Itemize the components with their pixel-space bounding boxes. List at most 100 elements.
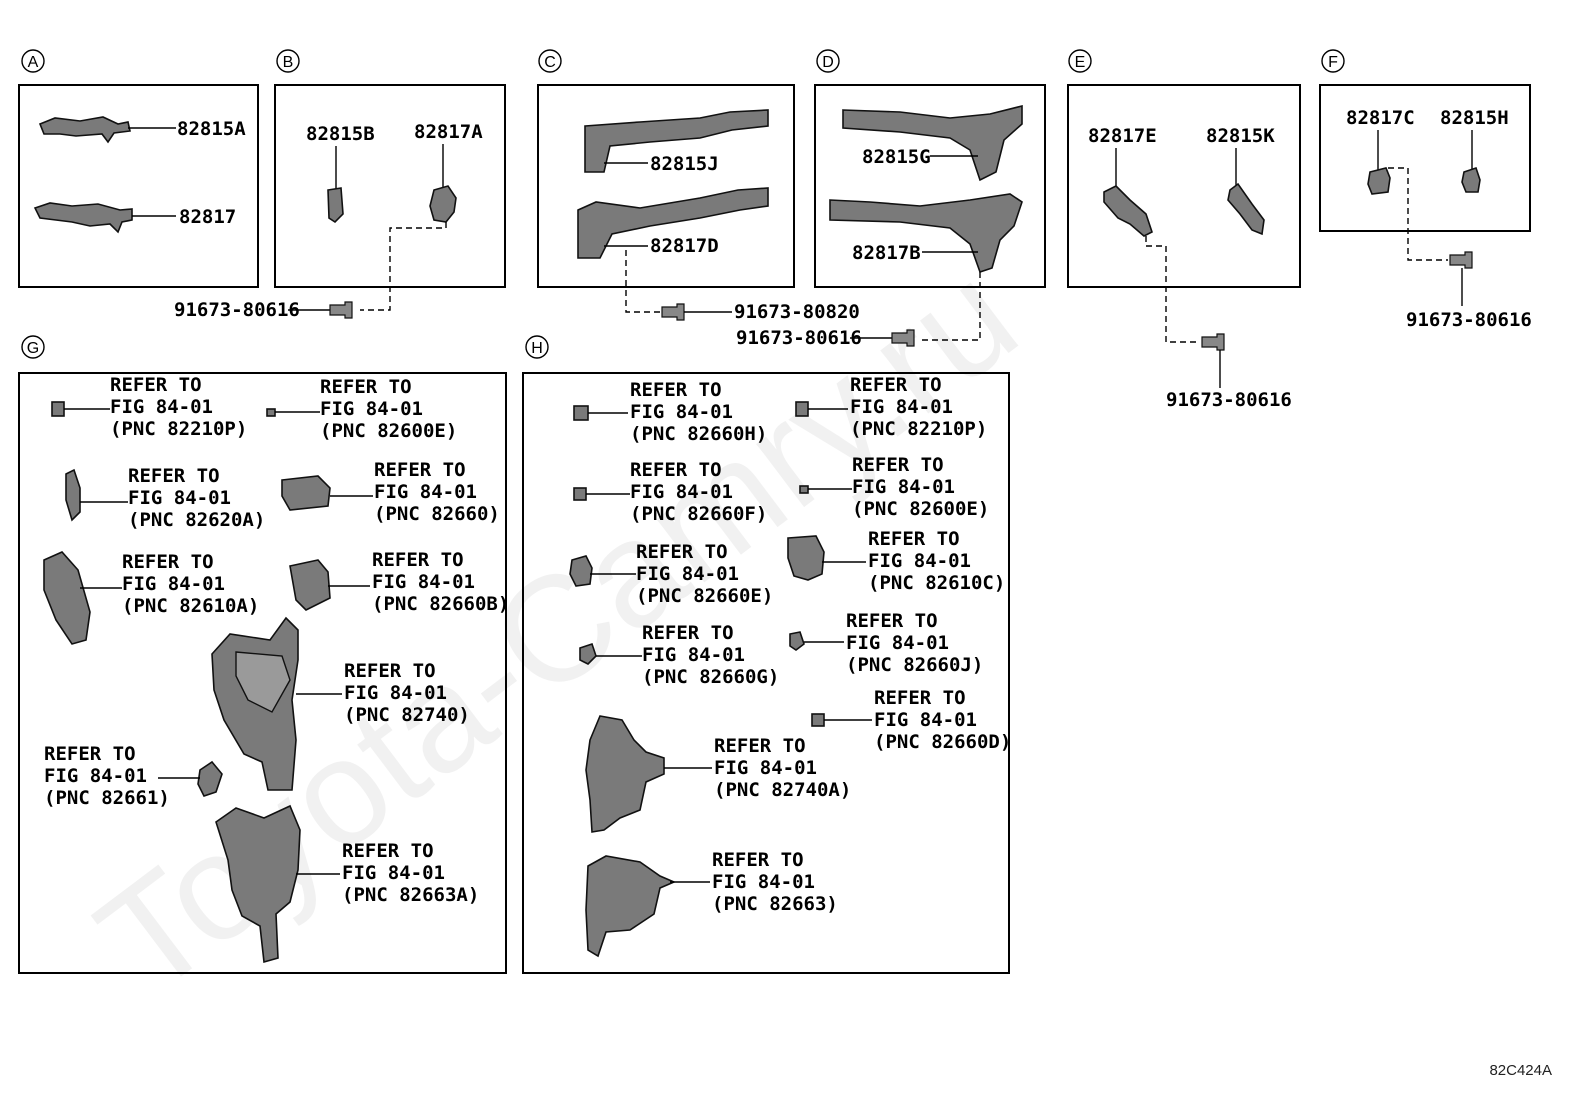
h-ref1-pnc: (PNC 82660H) <box>630 423 767 445</box>
h-ref9-line2: FIG 84-01 <box>874 709 977 731</box>
section-c: C 82815J 82817D <box>537 49 795 313</box>
h-ref9-pnc: (PNC 82660D) <box>874 731 1011 753</box>
h-ref4-line2: FIG 84-01 <box>852 476 955 498</box>
section-a: A 82815A 82817 <box>18 49 259 288</box>
g-ref7-line1: REFER TO <box>344 660 436 682</box>
section-letter-f: F <box>1328 54 1338 71</box>
g-ref2-pnc: (PNC 82600E) <box>320 420 457 442</box>
h-ref4-pnc: (PNC 82600E) <box>852 498 989 520</box>
part-label-82817c: 82817C <box>1346 107 1415 129</box>
part-label-82815a: 82815A <box>177 118 246 140</box>
bolt-e-icon <box>1201 333 1225 351</box>
section-f: F 82817C 82815H <box>1319 49 1531 261</box>
h-ref11-pnc: (PNC 82663) <box>712 893 838 915</box>
g-ref5-pnc: (PNC 82610A) <box>122 595 259 617</box>
bolt-label-b: 91673-80616 <box>174 299 300 321</box>
section-letter-d: D <box>822 54 834 71</box>
part-label-82817d: 82817D <box>650 235 719 257</box>
h-ref2-line2: FIG 84-01 <box>850 396 953 418</box>
bolt-d-icon <box>891 329 915 347</box>
part-label-82815g: 82815G <box>862 146 931 168</box>
h-ref6-line1: REFER TO <box>868 528 960 550</box>
g-ref4-pnc: (PNC 82660) <box>374 503 500 525</box>
part-label-82817: 82817 <box>179 206 236 228</box>
h-ref6-line2: FIG 84-01 <box>868 550 971 572</box>
bolt-c: 91673-80820 <box>661 301 860 323</box>
section-letter-a: A <box>28 54 39 71</box>
part-82815h-shape <box>1461 166 1481 193</box>
bolt-label-e: 91673-80616 <box>1166 389 1292 411</box>
bolt-label-c: 91673-80820 <box>734 301 860 323</box>
g-ref5-line1: REFER TO <box>122 551 214 573</box>
g-ref3-pnc: (PNC 82620A) <box>128 509 265 531</box>
h-ref5-pnc: (PNC 82660E) <box>636 585 773 607</box>
g-ref6-pnc: (PNC 82660B) <box>372 593 509 615</box>
h-ref3-pnc: (PNC 82660F) <box>630 503 767 525</box>
g-ref9-line2: FIG 84-01 <box>342 862 445 884</box>
part-label-82817a: 82817A <box>414 121 483 143</box>
h-ref4-line1: REFER TO <box>852 454 944 476</box>
h-ref8-pnc: (PNC 82660J) <box>846 654 983 676</box>
h-ref7-pnc: (PNC 82660G) <box>642 666 779 688</box>
section-b: B 82815B 82817A <box>274 49 506 311</box>
h-ref1-line1: REFER TO <box>630 379 722 401</box>
bolt-b-icon <box>329 301 353 319</box>
g-ref1-line1: REFER TO <box>110 374 202 396</box>
h-ref8-line1: REFER TO <box>846 610 938 632</box>
section-d: D 82815G 82817B <box>814 49 1046 341</box>
bolt-b: 91673-80616 <box>174 299 353 321</box>
g-ref1-pnc: (PNC 82210P) <box>110 418 247 440</box>
part-label-82817b: 82817B <box>852 242 921 264</box>
g-ref4-line2: FIG 84-01 <box>374 481 477 503</box>
part-82815g-shape <box>842 104 1023 182</box>
h-ref1-line2: FIG 84-01 <box>630 401 733 423</box>
section-letter-h: H <box>531 340 543 357</box>
section-g: G REFER TO FIG 84-01 (PNC 82210P) REFER … <box>18 335 509 974</box>
g-ref3-line1: REFER TO <box>128 465 220 487</box>
g-ref3-line2: FIG 84-01 <box>128 487 231 509</box>
g-ref9-pnc: (PNC 82663A) <box>342 884 479 906</box>
h-ref10-pnc: (PNC 82740A) <box>714 779 851 801</box>
bolt-f: 91673-80616 <box>1406 251 1532 331</box>
h-ref6-pnc: (PNC 82610C) <box>868 572 1005 594</box>
g-ref2-line1: REFER TO <box>320 376 412 398</box>
g-ref4-line1: REFER TO <box>374 459 466 481</box>
section-e: E 82817E 82815K <box>1067 49 1301 343</box>
part-label-82815j: 82815J <box>650 153 719 175</box>
h-ref7-line1: REFER TO <box>642 622 734 644</box>
h-ref8-line2: FIG 84-01 <box>846 632 949 654</box>
g-ref7-pnc: (PNC 82740) <box>344 704 470 726</box>
section-letter-g: G <box>27 340 39 357</box>
part-label-82815b: 82815B <box>306 123 375 145</box>
g-ref8-line1: REFER TO <box>44 743 136 765</box>
g-ref5-line2: FIG 84-01 <box>122 573 225 595</box>
g-ref8-pnc: (PNC 82661) <box>44 787 170 809</box>
section-letter-e: E <box>1075 54 1086 71</box>
h-ref11-line2: FIG 84-01 <box>712 871 815 893</box>
section-h: H REFER TO FIG 84-01 (PNC 82660H) REFER … <box>522 335 1011 974</box>
g-ref2-line2: FIG 84-01 <box>320 398 423 420</box>
part-82815k-shape <box>1227 182 1265 236</box>
h-ref7-line2: FIG 84-01 <box>642 644 745 666</box>
part-label-82817e: 82817E <box>1088 125 1157 147</box>
part-label-82815k: 82815K <box>1206 125 1275 147</box>
part-82817a-shape <box>429 185 457 223</box>
h-ref2-line1: REFER TO <box>850 374 942 396</box>
bolt-c-icon <box>661 303 685 321</box>
g-ref6-line1: REFER TO <box>372 549 464 571</box>
g-ref9-line1: REFER TO <box>342 840 434 862</box>
bolt-e: 91673-80616 <box>1166 333 1292 411</box>
bolt-label-d: 91673-80616 <box>736 327 862 349</box>
bolt-f-icon <box>1449 251 1473 269</box>
part-82815a-shape <box>38 116 131 144</box>
part-82815j-shape <box>584 109 769 173</box>
g-ref7-line2: FIG 84-01 <box>344 682 447 704</box>
h-ref10-line2: FIG 84-01 <box>714 757 817 779</box>
h-ref3-line1: REFER TO <box>630 459 722 481</box>
part-82817d-shape <box>577 187 769 259</box>
figure-code: 82C424A <box>1489 1062 1552 1079</box>
part-82817-shape <box>33 202 133 234</box>
g-ref8-line2: FIG 84-01 <box>44 765 147 787</box>
h-ref5-line1: REFER TO <box>636 541 728 563</box>
